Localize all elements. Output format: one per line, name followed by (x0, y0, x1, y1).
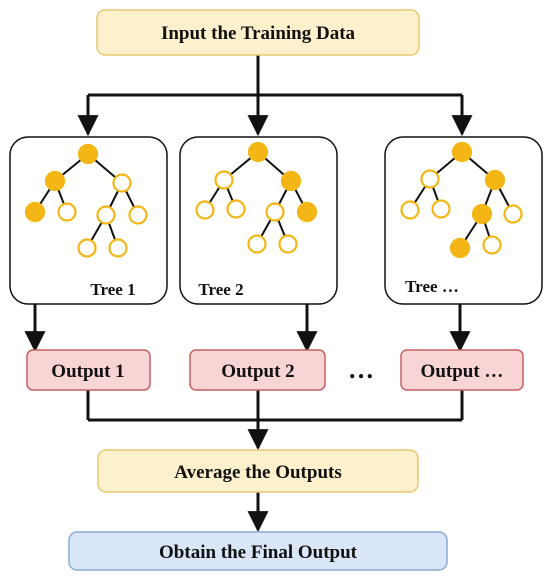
node-hollow-icon (482, 235, 502, 255)
node-filled-icon (296, 201, 318, 223)
node-filled-icon (484, 169, 506, 191)
node-hollow-icon (128, 205, 148, 225)
input-box: Input the Training Data (96, 9, 420, 56)
node-filled-icon (280, 170, 302, 192)
tree-n-nodes (400, 141, 523, 259)
node-hollow-icon (108, 238, 128, 258)
tree-2-nodes (195, 141, 318, 254)
input-box-rect (96, 9, 420, 56)
outputs-ellipsis: … (348, 355, 374, 384)
node-filled-icon (77, 143, 99, 165)
node-hollow-icon (195, 200, 215, 220)
node-hollow-icon (226, 199, 246, 219)
node-hollow-icon (247, 234, 267, 254)
output-box-2-rect (189, 349, 326, 391)
node-hollow-icon (214, 170, 234, 190)
output-box-2-label: Output 2 (221, 361, 294, 382)
node-filled-icon (471, 203, 493, 225)
tree-n-label: Tree … (405, 277, 459, 296)
node-filled-icon (247, 141, 269, 163)
output-box-n-rect (400, 349, 524, 391)
output-box-2: Output 2 (189, 349, 326, 391)
tree-panel-2: Tree 2 (179, 136, 338, 305)
node-hollow-icon (431, 199, 451, 219)
node-hollow-icon (265, 202, 285, 222)
average-box: Average the Outputs (97, 449, 419, 493)
output-box-1-rect (26, 349, 151, 391)
final-box-label: Obtain the Final Output (159, 542, 358, 563)
tree-2-label: Tree 2 (198, 280, 243, 299)
node-filled-icon (24, 201, 46, 223)
output-box-n-label: Output … (421, 361, 504, 382)
node-filled-icon (449, 237, 471, 259)
node-hollow-icon (57, 202, 77, 222)
node-hollow-icon (420, 169, 440, 189)
final-box: Obtain the Final Output (68, 531, 448, 571)
node-filled-icon (44, 170, 66, 192)
node-hollow-icon (503, 204, 523, 224)
node-filled-icon (451, 141, 473, 163)
average-box-rect (97, 449, 419, 493)
input-box-label: Input the Training Data (161, 23, 356, 44)
node-hollow-icon (77, 238, 97, 258)
output-box-n: Output … (400, 349, 524, 391)
tree-1-label: Tree 1 (90, 280, 135, 299)
tree-panel-n: Tree … (384, 136, 543, 305)
node-hollow-icon (112, 173, 132, 193)
node-hollow-icon (400, 200, 420, 220)
average-box-label: Average the Outputs (174, 462, 341, 483)
output-box-1-label: Output 1 (51, 361, 124, 382)
node-hollow-icon (278, 234, 298, 254)
output-box-1: Output 1 (26, 349, 151, 391)
tree-1-nodes (24, 143, 148, 258)
node-hollow-icon (96, 205, 116, 225)
final-box-rect (68, 531, 448, 571)
tree-panel-1: Tree 1 (9, 136, 168, 305)
